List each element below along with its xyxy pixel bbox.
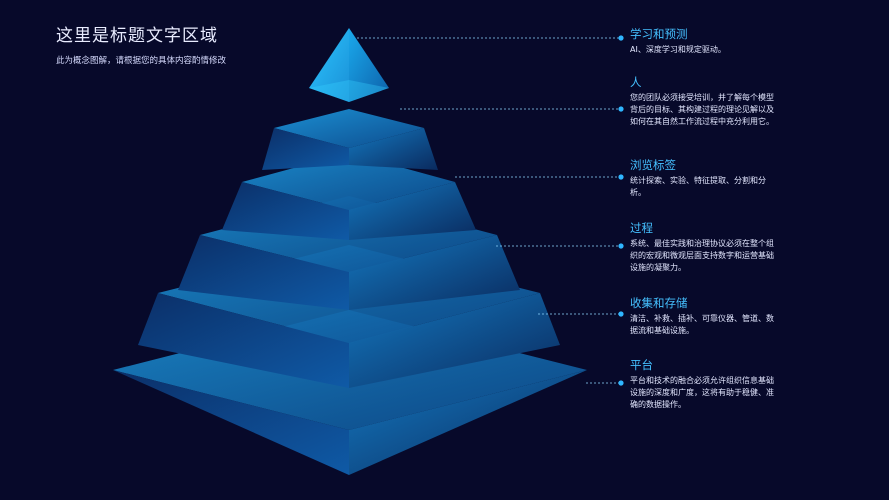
pyramid-tier-learn — [309, 28, 389, 102]
pyramid-tier-explore — [222, 153, 476, 240]
layer-description: AI、深度学习和规定驱动。 — [630, 45, 726, 54]
layer-description: 平台和技术的融合必须允许组织信息基础设施的深度和广度，这将有助于稳健、准确的数据… — [630, 376, 774, 409]
layer-description: 您的团队必须接受培训，并了解每个模型背后的目标、其构建过程的理论见解以及如何在其… — [630, 93, 774, 126]
layer-heading: 人 — [630, 75, 642, 89]
layer-heading: 平台 — [630, 358, 653, 372]
layer-label-process: 过程 系统、最佳实践和治理协议必须在整个组织的宏观和微观层面支持数字和运营基础设… — [630, 221, 775, 274]
layer-description: 统计探索、实验、特征提取、分割和分析。 — [630, 176, 766, 197]
page-title: 这里是标题文字区域 — [56, 26, 218, 46]
layer-heading: 学习和预测 — [630, 27, 688, 41]
layer-label-people: 人 您的团队必须接受培训，并了解每个模型背后的目标、其构建过程的理论见解以及如何… — [630, 75, 775, 128]
pyramid-tier-people — [262, 109, 438, 170]
page-subtitle: 此为概念图解，请根据您的具体内容酌情修改 — [56, 56, 227, 66]
layer-label-collect: 收集和存储 清洁、补救、插补、可靠仪器、管道、数据流和基础设施。 — [630, 296, 775, 337]
layer-description: 清洁、补救、插补、可靠仪器、管道、数据流和基础设施。 — [630, 314, 774, 335]
title-area: 这里是标题文字区域 此为概念图解，请根据您的具体内容酌情修改 — [56, 26, 227, 66]
layer-label-learn: 学习和预测 AI、深度学习和规定驱动。 — [630, 27, 775, 56]
layer-heading: 过程 — [630, 221, 653, 235]
leader-lines — [357, 35, 624, 386]
layer-label-explore: 浏览标签 统计探索、实验、特征提取、分割和分析。 — [630, 158, 775, 199]
layer-label-platform: 平台 平台和技术的融合必须允许组织信息基础设施的深度和广度，这将有助于稳健、准确… — [630, 358, 775, 411]
layer-heading: 浏览标签 — [630, 158, 676, 172]
layer-description: 系统、最佳实践和治理协议必须在整个组织的宏观和微观层面支持数字和运营基础设施的凝… — [630, 239, 774, 272]
layer-heading: 收集和存储 — [630, 296, 688, 310]
